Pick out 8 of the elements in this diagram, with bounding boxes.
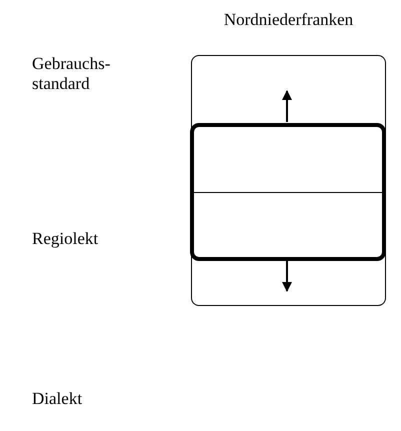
arrow: [282, 260, 292, 292]
level-label: Gebrauchs- standard: [32, 54, 112, 94]
arrow: [282, 90, 292, 122]
box-heading: Nordniederfranken: [222, 10, 354, 30]
level-label: Dialekt: [32, 389, 84, 409]
level-box: [190, 123, 386, 193]
level-box: [190, 192, 386, 261]
level-label: Regiolekt: [32, 229, 100, 249]
